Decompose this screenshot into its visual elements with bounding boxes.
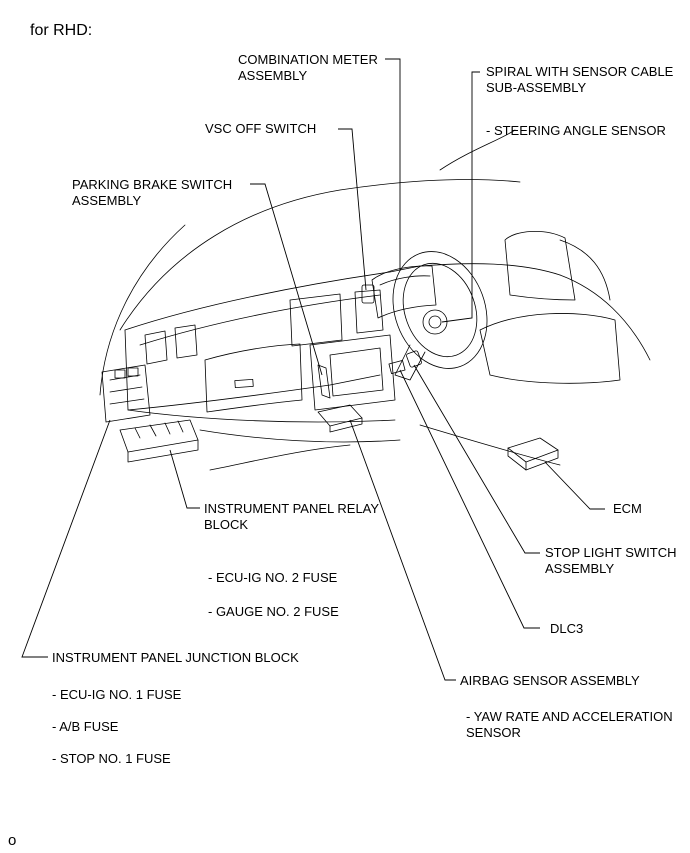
dash-top-inner [139,294,381,346]
steering-wheel-inner [402,262,478,358]
parking-brake-switch-part [317,364,331,399]
page-title: for RHD: [30,22,93,39]
door-edge [559,274,651,361]
label-steering-angle-sensor: - STEERING ANGLE SENSOR [486,123,666,138]
airbag-sensor-part [317,404,363,427]
console-recess [329,347,384,397]
label-junction-fuse-3: - STOP NO. 1 FUSE [52,751,171,766]
leader-parking-brake [250,183,323,376]
label-yaw-rate-sensor: - YAW RATE AND ACCELERATION SENSOR [466,709,673,740]
floor-line-1 [199,429,401,443]
footer-mark: o [8,832,17,849]
label-junction-block: INSTRUMENT PANEL JUNCTION BLOCK [52,650,299,665]
label-stop-light-switch: STOP LIGHT SWITCH ASSEMBLY [545,545,677,576]
center-vent-right [354,289,384,334]
center-console [309,334,396,411]
leader-relay-block [169,449,200,509]
leader-combination-meter [385,58,401,270]
seat-back [504,231,576,301]
dash-face [124,329,381,411]
spiral-cable-part [422,309,448,335]
left-vent [144,330,168,365]
combination-meter-part [371,265,437,319]
label-junction-fuse-2: - A/B FUSE [52,719,119,734]
label-ecm: ECM [613,501,642,516]
seat-base [479,313,621,384]
left-vent-2 [174,324,198,359]
dash-bottom [127,409,396,423]
leader-airbag-sensor [349,419,456,681]
leader-ecm [544,461,605,510]
leader-stop-light [413,364,540,554]
label-vsc-off-switch: VSC OFF SWITCH [205,121,317,136]
label-parking-brake-switch: PARKING BRAKE SWITCH ASSEMBLY [72,177,233,208]
label-dlc3: DLC3 [550,621,584,636]
glove-box [204,343,303,413]
label-airbag-sensor: AIRBAG SENSOR ASSEMBLY [460,673,640,688]
vsc-off-switch-part [361,284,375,304]
label-relay-block: INSTRUMENT PANEL RELAY BLOCK [204,501,380,532]
windshield-curve [119,179,521,331]
floor-line-3 [419,424,561,466]
dlc3-part [388,359,406,375]
label-relay-fuse-1: - ECU-IG NO. 2 FUSE [208,570,338,585]
leader-dlc3 [399,369,540,629]
label-junction-fuse-1: - ECU-IG NO. 1 FUSE [52,687,182,702]
glove-box-handle [234,378,254,389]
label-combination-meter: COMBINATION METER ASSEMBLY [238,52,378,83]
ecm-part [507,437,559,463]
relay-block-part [119,419,199,453]
leader-vsc-off [338,128,367,291]
steering-wheel [392,251,488,369]
junction-block-part [101,364,151,423]
label-spiral-cable: SPIRAL WITH SENSOR CABLE SUB-ASSEMBLY [486,64,674,95]
stop-light-switch-part [406,350,422,368]
floor-line-2 [209,444,351,471]
leader-junction-block [21,419,111,658]
steering-column [394,344,426,381]
leader-spiral-cable [441,71,480,323]
dash-top [124,263,561,331]
a-pillar-curve [99,224,186,396]
center-vent-left [289,293,343,347]
roof-curve [439,129,516,171]
label-relay-fuse-2: - GAUGE NO. 2 FUSE [208,604,339,619]
